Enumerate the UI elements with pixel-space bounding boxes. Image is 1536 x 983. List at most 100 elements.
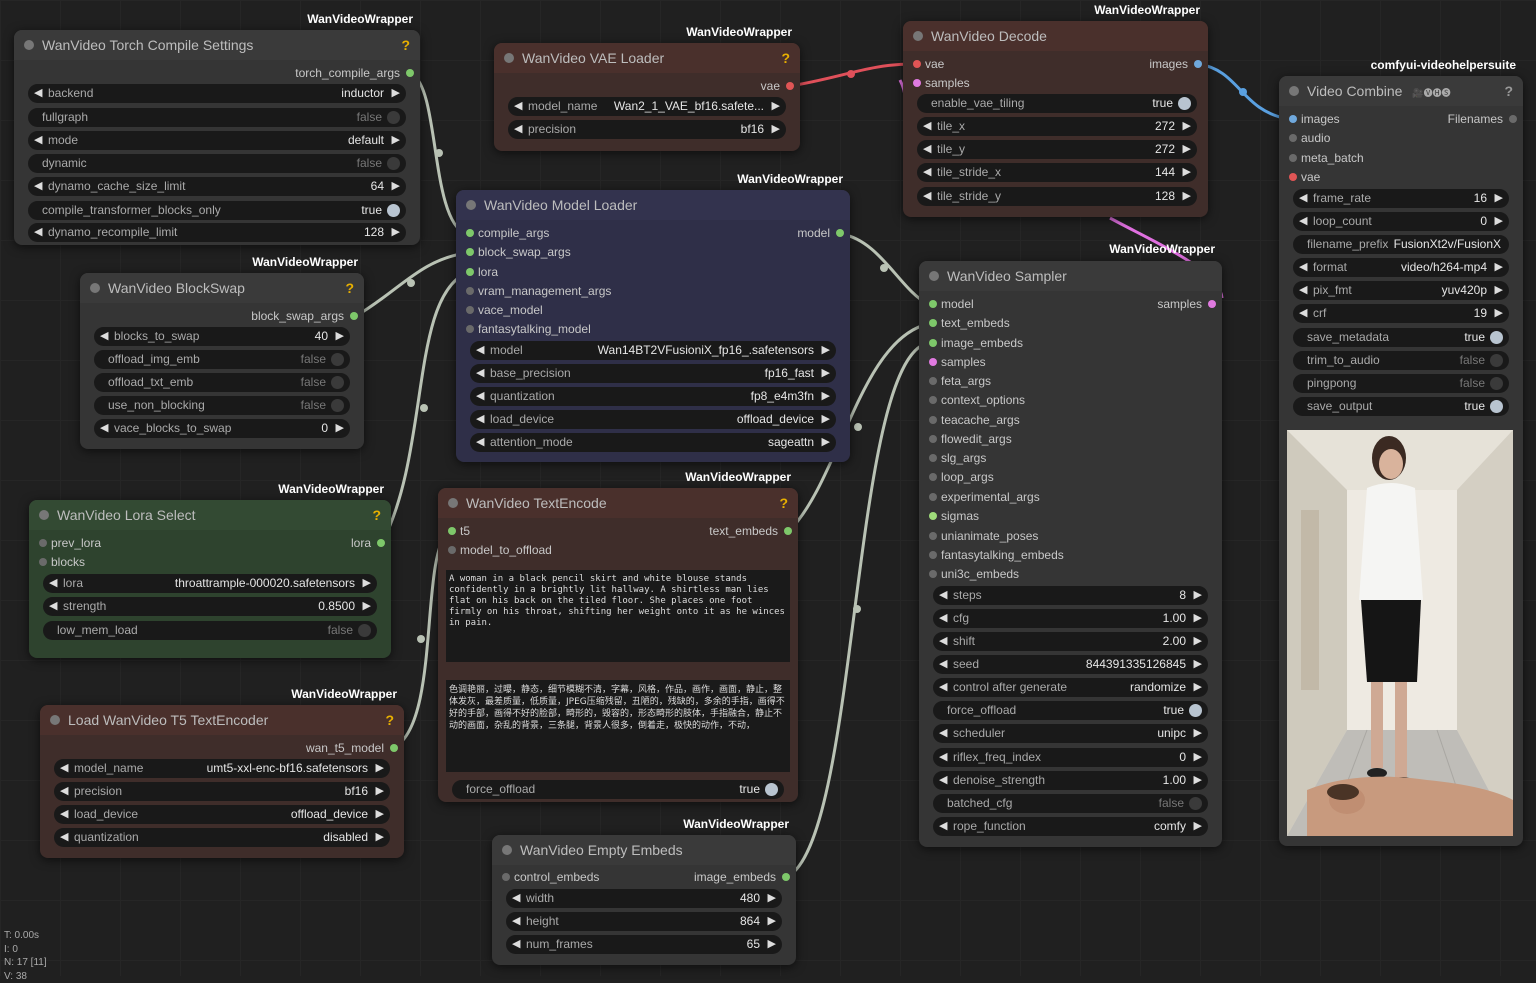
- node-title-bar[interactable]: WanVideo Sampler: [919, 261, 1222, 291]
- input-socket[interactable]: [466, 325, 474, 333]
- output-socket[interactable]: [1509, 115, 1517, 123]
- input-socket[interactable]: [929, 377, 937, 385]
- input-audio[interactable]: audio: [1289, 129, 1523, 148]
- output-socket[interactable]: [836, 229, 844, 237]
- node-wanvideo-sampler[interactable]: WanVideo Sampler samples model text_embe…: [919, 261, 1222, 847]
- input-socket[interactable]: [929, 339, 937, 347]
- help-icon[interactable]: ?: [781, 43, 790, 73]
- node-title-bar[interactable]: WanVideo Empty Embeds: [492, 835, 796, 865]
- node-wanvideo-decode[interactable]: WanVideo Decode vae images samples enabl…: [903, 21, 1208, 217]
- output-socket[interactable]: [782, 873, 790, 881]
- help-icon[interactable]: ?: [1504, 76, 1513, 106]
- output-model[interactable]: model: [456, 224, 850, 243]
- input-samples[interactable]: samples: [929, 353, 1222, 372]
- input-context-options[interactable]: context_options: [929, 391, 1222, 410]
- input-socket[interactable]: [466, 248, 474, 256]
- node-load-wanvideo-t5-textencoder[interactable]: Load WanVideo T5 TextEncoder ? wan_t5_mo…: [40, 705, 404, 858]
- collapse-dot[interactable]: [504, 53, 514, 63]
- node-torch-compile-settings[interactable]: WanVideo Torch Compile Settings ? torch_…: [14, 30, 420, 245]
- input-socket[interactable]: [466, 287, 474, 295]
- negative-prompt-textarea[interactable]: 色调艳丽，过曝，静态，细节模糊不清，字幕，风格，作品，画作，画面，静止，整体发灰…: [446, 680, 790, 772]
- input-fantasytalking-embeds[interactable]: fantasytalking_embeds: [929, 546, 1222, 565]
- input-vace-model[interactable]: vace_model: [466, 301, 850, 320]
- input-experimental-args[interactable]: experimental_args: [929, 488, 1222, 507]
- collapse-dot[interactable]: [466, 200, 476, 210]
- node-video-combine[interactable]: Video Combine 🎥🅥🅗🅢 ? images Filenames au…: [1279, 76, 1523, 846]
- input-socket[interactable]: [929, 300, 937, 308]
- node-title-bar[interactable]: WanVideo VAE Loader ?: [494, 43, 800, 73]
- input-socket[interactable]: [1289, 173, 1297, 181]
- node-title-bar[interactable]: Load WanVideo T5 TextEncoder ?: [40, 705, 404, 735]
- node-title-bar[interactable]: Video Combine 🎥🅥🅗🅢 ?: [1279, 76, 1523, 106]
- output-lora[interactable]: lora: [29, 534, 391, 553]
- input-socket[interactable]: [929, 358, 937, 366]
- output-socket[interactable]: [406, 69, 414, 77]
- input-socket[interactable]: [929, 454, 937, 462]
- collapse-dot[interactable]: [502, 845, 512, 855]
- input-socket[interactable]: [929, 435, 937, 443]
- output-socket[interactable]: [1194, 60, 1202, 68]
- output-socket[interactable]: [784, 527, 792, 535]
- input-uni3c-embeds[interactable]: uni3c_embeds: [929, 565, 1222, 584]
- input-text-embeds[interactable]: text_embeds: [929, 314, 1222, 333]
- input-flowedit-args[interactable]: flowedit_args: [929, 430, 1222, 449]
- input-socket[interactable]: [929, 416, 937, 424]
- node-title-bar[interactable]: WanVideo Decode: [903, 21, 1208, 51]
- input-meta-batch[interactable]: meta_batch: [1289, 149, 1523, 168]
- input-socket[interactable]: [929, 473, 937, 481]
- input-image-embeds[interactable]: image_embeds: [929, 334, 1222, 353]
- collapse-dot[interactable]: [913, 31, 923, 41]
- output-filenames[interactable]: Filenames: [1279, 110, 1523, 129]
- output-vae[interactable]: vae: [494, 77, 800, 96]
- node-wanvideo-lora-select[interactable]: WanVideo Lora Select ? prev_lora lora bl…: [29, 500, 391, 658]
- input-feta-args[interactable]: feta_args: [929, 372, 1222, 391]
- input-socket[interactable]: [929, 396, 937, 404]
- input-blocks[interactable]: blocks: [39, 553, 391, 572]
- node-title-bar[interactable]: WanVideo Torch Compile Settings ?: [14, 30, 420, 60]
- collapse-dot[interactable]: [448, 498, 458, 508]
- input-socket[interactable]: [929, 532, 937, 540]
- collapse-dot[interactable]: [50, 715, 60, 725]
- input-socket[interactable]: [929, 319, 937, 327]
- input-socket[interactable]: [1289, 154, 1297, 162]
- help-icon[interactable]: ?: [779, 488, 788, 518]
- output-socket[interactable]: [377, 539, 385, 547]
- node-wanvideo-empty-embeds[interactable]: WanVideo Empty Embeds control_embeds ima…: [492, 835, 796, 965]
- input-socket[interactable]: [466, 268, 474, 276]
- node-title-bar[interactable]: WanVideo Lora Select ?: [29, 500, 391, 530]
- input-socket[interactable]: [929, 551, 937, 559]
- node-wanvideo-blockswap[interactable]: WanVideo BlockSwap ? block_swap_args ◀bl…: [80, 273, 364, 449]
- input-model-to-offload[interactable]: model_to_offload: [448, 541, 798, 560]
- collapse-dot[interactable]: [1289, 86, 1299, 96]
- node-title-bar[interactable]: WanVideo BlockSwap ?: [80, 273, 364, 303]
- output-block-swap-args[interactable]: block_swap_args: [80, 307, 364, 326]
- input-socket[interactable]: [39, 558, 47, 566]
